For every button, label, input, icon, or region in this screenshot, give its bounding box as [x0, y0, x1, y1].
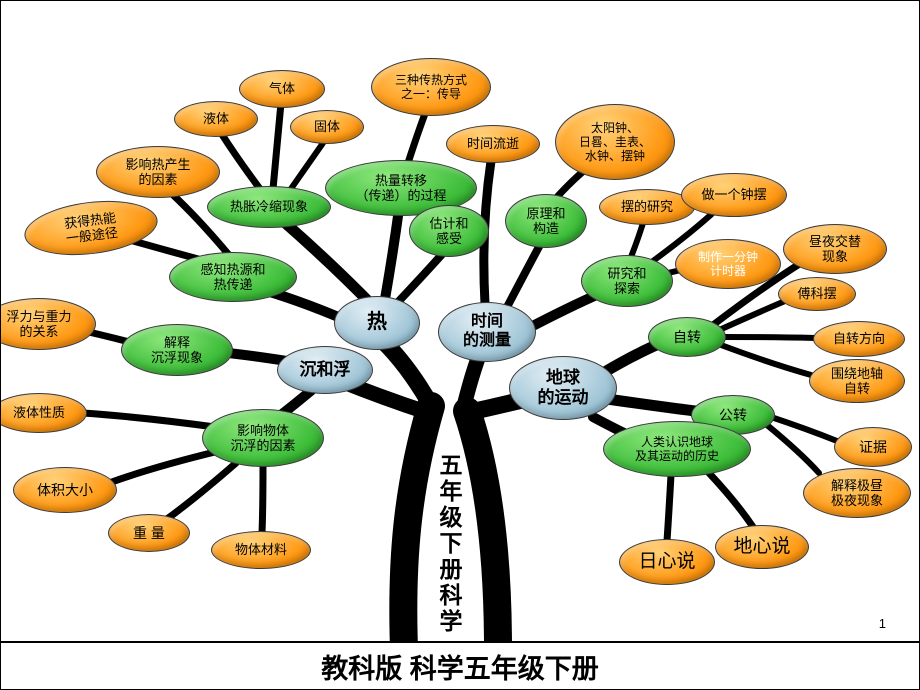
node-dixinshuo: 地心说 — [715, 525, 809, 569]
node-label: 昼夜交替 现象 — [808, 233, 861, 264]
node-label: 研究和 探索 — [607, 265, 647, 296]
node-label: 公转 — [719, 406, 747, 423]
node-label: 摆的研究 — [620, 199, 673, 215]
trunk-label: 五年级下册科学 — [436, 453, 462, 635]
node-label: 固体 — [313, 119, 340, 135]
node-label: 热量转移 （传递）的过程 — [355, 172, 447, 203]
node-yeti: 液体 — [174, 101, 258, 137]
node-ganzhi-reyuan: 感知热源和 热传递 — [169, 252, 297, 302]
node-label: 三种传热方式 之一：传导 — [394, 72, 467, 101]
node-rixinshuo: 日心说 — [619, 539, 715, 585]
node-fuli-zhongli: 浮力与重力 的关系 — [1, 298, 96, 350]
node-label: 自转 — [673, 328, 701, 345]
node-label: 重 量 — [133, 524, 165, 541]
node-guti: 固体 — [290, 110, 364, 144]
node-qiti: 气体 — [239, 70, 325, 108]
node-zizhuan-fangxiang: 自转方向 — [813, 321, 905, 357]
node-label: 解释极昼 极夜现象 — [830, 477, 883, 508]
node-label: 热 — [367, 311, 387, 334]
node-yeti-xingzhi: 液体性质 — [1, 393, 87, 433]
node-yingxiang-chenfu: 影响物体 沉浮的因素 — [202, 409, 324, 467]
node-weirao-dizhou: 围绕地轴 自转 — [809, 359, 905, 403]
node-label: 气体 — [268, 81, 295, 97]
node-label: 热胀冷缩现象 — [229, 199, 308, 215]
node-zhengju: 证据 — [834, 427, 912, 467]
node-jieshi-jizhou: 解释极昼 极夜现象 — [803, 468, 911, 518]
node-fukebai: 傅科摆 — [778, 277, 856, 311]
footer-title: 教科版 科学五年级下册 — [321, 653, 599, 684]
node-label: 证据 — [859, 438, 887, 455]
node-label: 地球 的运动 — [537, 367, 589, 407]
node-label: 估计和 感受 — [429, 215, 469, 246]
node-label: 获得热能 一般途径 — [63, 209, 119, 247]
node-label: 人类认识地球 及其运动的历史 — [634, 434, 719, 463]
node-wuti-cailiao: 物体材料 — [211, 531, 311, 569]
node-label: 原理和 构造 — [526, 205, 566, 236]
node-zhizuo-jishiqi: 制作一分钟 计时器 — [675, 239, 781, 289]
node-label: 体积大小 — [37, 481, 93, 498]
node-guji-ganshou: 估计和 感受 — [409, 205, 489, 257]
node-yanjiu-tansuo: 研究和 探索 — [581, 255, 673, 307]
node-label: 沉和浮 — [299, 359, 351, 379]
node-zhongliang: 重 量 — [108, 514, 190, 552]
node-zizhuan: 自转 — [648, 317, 726, 357]
node-zhouye-jiaoti: 昼夜交替 现象 — [783, 224, 887, 274]
node-yingxiang-rechansheng: 影响热产生 的因素 — [96, 146, 220, 198]
node-bai-de-yanjiu: 摆的研究 — [599, 189, 695, 225]
node-renlei-renshi: 人类认识地球 及其运动的历史 — [603, 421, 751, 477]
node-label: 液体 — [202, 111, 229, 127]
node-label: 傅科摆 — [797, 286, 837, 302]
footer-bar: 教科版 科学五年级下册 — [1, 641, 919, 689]
node-re: 热 — [334, 296, 420, 350]
node-label: 液体性质 — [12, 405, 65, 421]
node-label: 物体材料 — [234, 542, 287, 558]
node-chen-he-fu: 沉和浮 — [277, 346, 373, 394]
node-label: 浮力与重力 的关系 — [6, 308, 72, 339]
node-label: 地心说 — [733, 535, 791, 557]
node-shijian-liushi: 时间流逝 — [446, 125, 540, 163]
node-tiji-daxiao: 体积大小 — [13, 467, 117, 513]
node-label: 自转方向 — [832, 331, 885, 347]
node-taiyangzhong: 太阳钟、 日晷、圭表、 水钟、摆钟 — [555, 104, 675, 180]
node-zuo-zhongbai: 做一个钟摆 — [681, 173, 787, 217]
node-shijian-de-celiang: 时间 的测量 — [438, 302, 536, 362]
node-label: 解释 沉浮现象 — [150, 334, 203, 365]
node-label: 影响物体 沉浮的因素 — [230, 422, 296, 453]
node-label: 日心说 — [638, 550, 696, 572]
node-label: 感知热源和 热传递 — [200, 261, 266, 292]
node-jieshi-chenfu: 解释 沉浮现象 — [121, 324, 233, 376]
node-label: 太阳钟、 日晷、圭表、 水钟、摆钟 — [578, 120, 651, 164]
node-yuanli-gouzao: 原理和 构造 — [505, 194, 587, 248]
node-label: 制作一分钟 计时器 — [697, 249, 758, 278]
node-diqiu-de-yundong: 地球 的运动 — [509, 356, 617, 420]
page-number: 1 — [878, 616, 886, 631]
node-rezhang-lengsuo: 热胀冷缩现象 — [207, 186, 331, 228]
node-sanzhong-chuanre: 三种传热方式 之一：传导 — [371, 58, 491, 116]
node-label: 影响热产生 的因素 — [125, 156, 191, 187]
node-label: 时间流逝 — [466, 136, 519, 152]
node-label: 围绕地轴 自转 — [830, 365, 883, 396]
node-label: 时间 的测量 — [462, 313, 511, 349]
node-label: 做一个钟摆 — [701, 187, 767, 203]
node-reliang-zhuanyi: 热量转移 （传递）的过程 — [325, 160, 477, 216]
